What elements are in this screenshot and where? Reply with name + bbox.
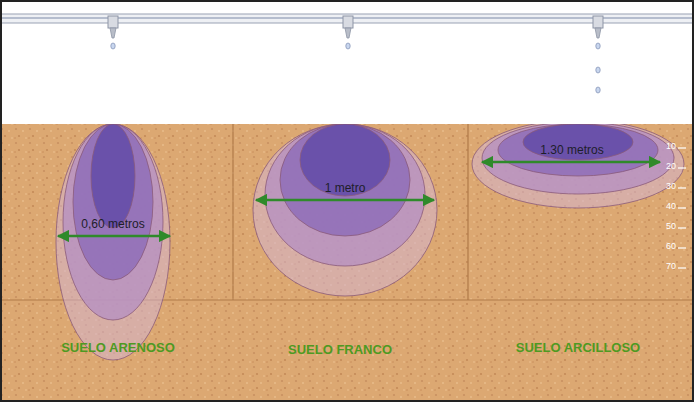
scale-number: 50 xyxy=(666,222,676,232)
wetting-bulb xyxy=(73,124,153,280)
dimension-label: 1.30 metros xyxy=(540,144,603,157)
scale-tick xyxy=(678,187,686,188)
dimension-arrow xyxy=(58,235,170,238)
panel-divider xyxy=(232,124,233,300)
wetting-bulb xyxy=(472,124,684,208)
wetting-bulb xyxy=(523,124,633,160)
scale-number: 10 xyxy=(666,142,676,152)
wetting-bulb xyxy=(91,124,135,228)
scale-tick xyxy=(678,227,686,228)
soil-label: SUELO ARCILLOSO xyxy=(516,341,640,355)
scale-number: 20 xyxy=(666,162,676,172)
scale-number: 70 xyxy=(666,262,676,272)
wetting-bulb xyxy=(280,124,410,236)
scale-number: 30 xyxy=(666,182,676,192)
scale-tick xyxy=(678,267,686,268)
scale-tick xyxy=(678,207,686,208)
sky xyxy=(0,0,694,124)
wetting-bulb xyxy=(482,124,674,194)
scale-tick xyxy=(678,147,686,148)
wetting-bulb xyxy=(56,124,170,360)
scale-tick xyxy=(678,167,686,168)
soil-label: SUELO ARENOSO xyxy=(61,341,175,355)
wetting-bulb xyxy=(498,124,658,176)
soil xyxy=(0,124,694,402)
scale-tick xyxy=(678,247,686,248)
emitter xyxy=(108,16,118,49)
emitter xyxy=(593,16,603,93)
soil-label: SUELO FRANCO xyxy=(288,343,392,357)
dimension-arrow xyxy=(482,161,660,164)
scale-number: 60 xyxy=(666,242,676,252)
wetting-bulb xyxy=(253,124,437,296)
dimension-arrow xyxy=(256,199,434,202)
dimension-label: 1 metro xyxy=(325,182,366,195)
wetting-bulb xyxy=(63,124,163,320)
dimension-label: 0,60 metros xyxy=(81,218,144,231)
wetting-bulb xyxy=(300,124,390,196)
scale-number: 40 xyxy=(666,202,676,212)
wetting-bulb xyxy=(265,124,425,266)
panel-divider xyxy=(467,124,468,300)
emitter xyxy=(343,16,353,49)
